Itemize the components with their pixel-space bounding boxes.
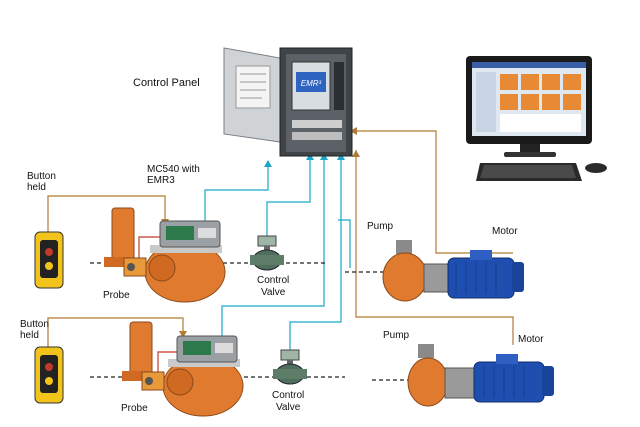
label-mc540-line2: EMR3 <box>147 175 175 186</box>
flow-meter-icon <box>122 321 244 417</box>
pump-icon <box>382 240 449 302</box>
probe-icon <box>141 371 165 391</box>
computer-monitor-icon <box>466 56 592 157</box>
motor-icon <box>473 354 554 403</box>
probe-icon <box>123 257 147 277</box>
meter-signal-1 <box>204 165 269 222</box>
label-mc540-line1: MC540 with <box>147 164 200 175</box>
label-probe-1: Probe <box>103 290 130 301</box>
emr-logo: EMR³ <box>301 79 322 88</box>
label-control-valve-1b: Valve <box>261 287 286 298</box>
valve-signal-1 <box>266 158 311 241</box>
valve-signal-2 <box>289 158 342 350</box>
control-valve-icon <box>250 235 284 271</box>
label-control-valve-2b: Valve <box>276 402 301 413</box>
control-valve-icon <box>273 349 307 385</box>
label-pump-1: Pump <box>367 221 394 232</box>
label-control-valve-2a: Control <box>272 390 304 401</box>
diagram-labels: Control Panel MC540 with EMR3 Button hel… <box>20 77 544 414</box>
pendant-button-icon <box>34 346 64 404</box>
label-probe-2: Probe <box>121 403 148 414</box>
pump-signal <box>338 219 351 268</box>
pendant-line-2 <box>47 317 184 347</box>
keyboard-icon <box>476 163 582 181</box>
pendant-line-1 <box>47 195 166 232</box>
label-button-held-2a: Button <box>20 319 49 330</box>
motor-icon <box>447 250 524 299</box>
pump-icon <box>407 344 476 407</box>
label-button-held-1b: held <box>27 182 46 193</box>
label-motor-2: Motor <box>518 334 544 345</box>
pendant-button-icon <box>34 231 64 289</box>
label-button-held-2b: held <box>20 330 39 341</box>
motor-line-2 <box>355 150 514 345</box>
mouse-icon <box>585 163 607 173</box>
probe-line-2 <box>157 351 177 377</box>
flow-meter-icon <box>104 207 226 303</box>
label-pump-2: Pump <box>383 330 410 341</box>
label-control-panel: Control Panel <box>133 77 200 89</box>
meter-signal-2 <box>221 158 325 336</box>
label-control-valve-1a: Control <box>257 275 289 286</box>
label-motor-1: Motor <box>492 226 518 237</box>
label-button-held-1a: Button <box>27 171 56 182</box>
motor-line-1 <box>355 130 513 254</box>
probe-line-1 <box>138 236 160 262</box>
control-panel-icon: EMR³ <box>223 47 353 157</box>
